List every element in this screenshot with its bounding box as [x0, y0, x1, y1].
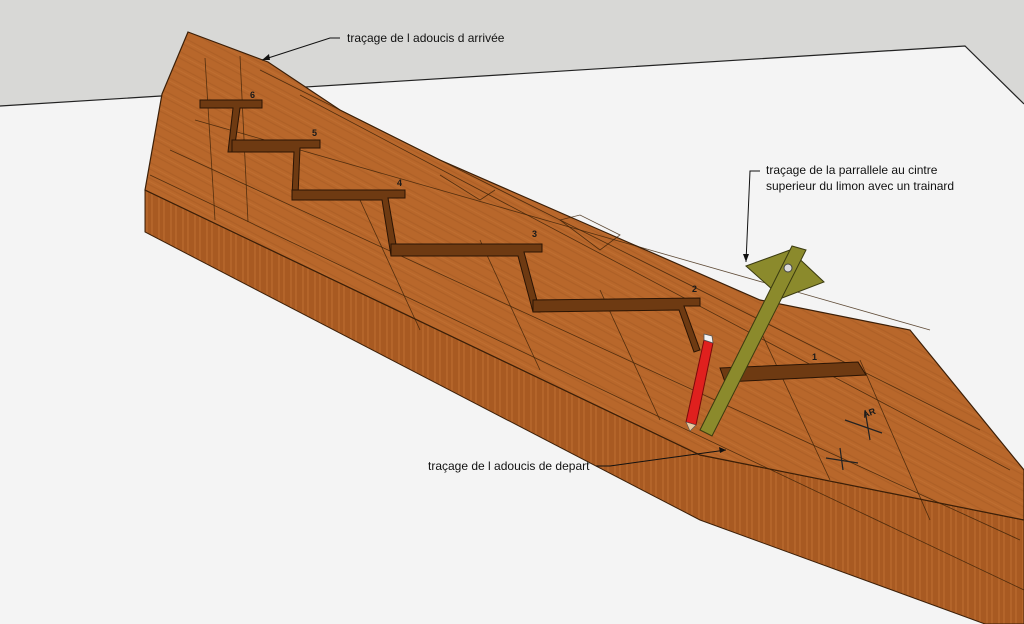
- trainard-tool: [699, 245, 825, 437]
- step-number: 4: [397, 178, 402, 188]
- floor-edge: [0, 45, 1024, 107]
- step-number: 1: [812, 352, 817, 362]
- construction-lines: [149, 55, 1024, 591]
- notch-2: [532, 297, 701, 353]
- callout-parallel-line-1: traçage de la parrallele au cintre: [766, 163, 938, 177]
- notch-1: [719, 361, 867, 383]
- callout-parallel-line-2: superieur du limon avec un trainard: [766, 179, 954, 193]
- pencil-end: [703, 333, 714, 344]
- ar-mark: AR: [861, 406, 877, 420]
- step-number: 5: [312, 128, 317, 138]
- step-number: 2: [692, 284, 697, 294]
- pencil: [685, 333, 714, 432]
- trainard-screw: [783, 263, 793, 273]
- callout-departure: traçage de l adoucis de depart: [428, 459, 590, 473]
- callout-leaders: [261, 37, 760, 467]
- step-number: 6: [250, 90, 255, 100]
- callout-arrowheads: [262, 54, 749, 453]
- stair-notches: [199, 99, 867, 383]
- reference-marks: [825, 409, 883, 471]
- trainard-arm: [699, 245, 807, 437]
- step-number: 3: [532, 229, 537, 239]
- callout-arrival: traçage de l adoucis d arrivée: [347, 31, 505, 45]
- pencil-tip: [685, 421, 697, 432]
